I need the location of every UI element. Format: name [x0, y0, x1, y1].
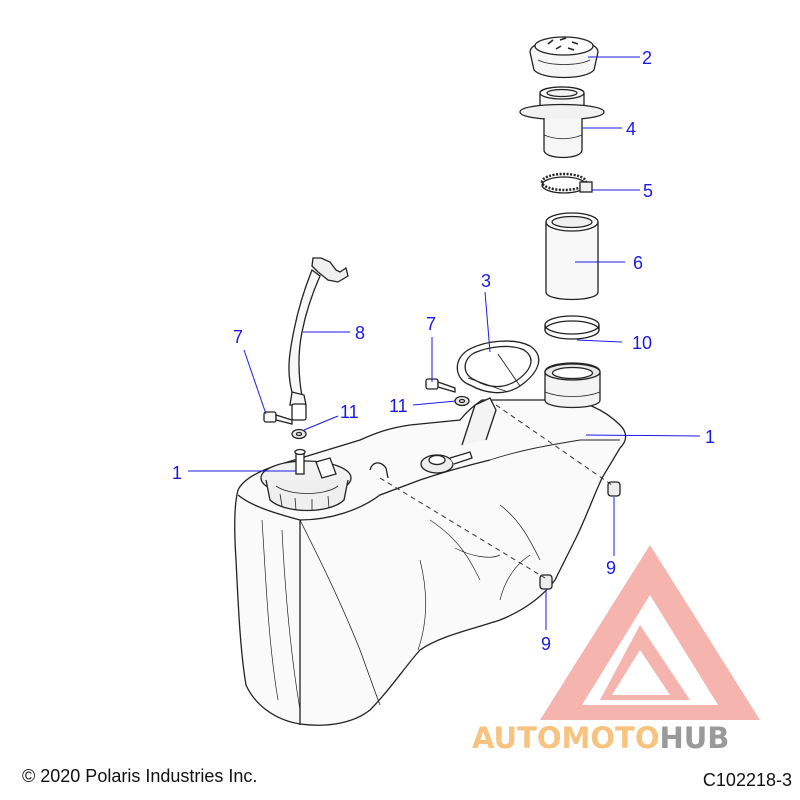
callout-7-right: 7	[426, 314, 436, 334]
fuel-tank	[234, 362, 627, 726]
watermark-part1: AUTOMOTO	[472, 721, 659, 755]
copyright-notice: © 2020 Polaris Industries Inc.	[22, 766, 258, 786]
bolt-left	[263, 411, 293, 425]
fill-hose	[545, 212, 599, 301]
callout-1-right: 1	[705, 427, 715, 447]
watermark-text: AUTOMOTOHUB	[472, 721, 729, 755]
washer-right	[454, 395, 470, 407]
watermark-part2: HUB	[659, 721, 729, 755]
callout-10: 10	[632, 333, 652, 353]
callout-3: 3	[481, 271, 491, 291]
callout-4: 4	[626, 119, 636, 139]
callout-8: 8	[355, 323, 365, 343]
fuel-cap	[529, 36, 599, 79]
callout-1-left: 1	[172, 463, 182, 483]
watermark-logo	[540, 545, 760, 720]
assembly-lines	[379, 404, 613, 579]
callout-2: 2	[642, 48, 652, 68]
svg-text:AUTOMOTOHUB: AUTOMOTOHUB	[472, 721, 729, 755]
vent-line	[288, 257, 349, 421]
washer-left	[291, 428, 307, 440]
callout-9-lower: 9	[541, 634, 551, 654]
leader-lines	[188, 56, 701, 630]
callout-5: 5	[643, 181, 653, 201]
callout-11-left: 11	[340, 402, 359, 422]
callout-11-right: 11	[389, 396, 408, 416]
band-clamp	[544, 315, 600, 340]
filler-neck	[519, 86, 605, 159]
figure-id: C102218-3	[702, 770, 792, 790]
callout-6: 6	[633, 253, 643, 273]
callout-9-upper: 9	[606, 558, 616, 578]
grommet-lower	[539, 574, 553, 590]
bolt-right	[425, 378, 456, 393]
hose-clamp	[540, 172, 593, 194]
strap-gasket	[456, 340, 540, 394]
callouts: 2 4 5 6 3 7 8 7 10 11 11 1 1 9 9	[172, 48, 715, 654]
callout-7-left: 7	[233, 327, 243, 347]
grommet-right	[607, 481, 621, 497]
